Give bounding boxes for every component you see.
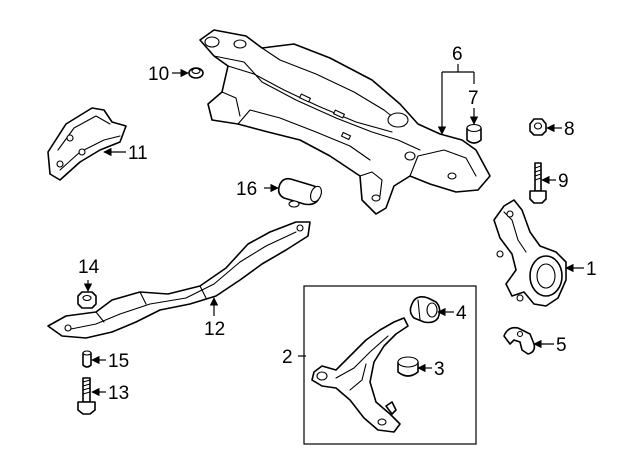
callout-13: 13 <box>108 383 129 404</box>
callout-3: 3 <box>434 359 445 380</box>
control-arm-group-box <box>303 285 477 445</box>
callout-9: 9 <box>558 171 569 192</box>
crossmember-part <box>199 29 491 215</box>
callout-10: 10 <box>148 64 169 85</box>
bolt-part-9 <box>529 162 547 204</box>
callout-16: 16 <box>236 179 257 200</box>
callout-2: 2 <box>282 347 293 368</box>
callout-4: 4 <box>456 303 467 324</box>
callout-1: 1 <box>586 259 597 280</box>
callout-15: 15 <box>108 351 129 372</box>
steering-knuckle-part-1 <box>493 199 567 307</box>
bolt-part-13 <box>77 377 96 415</box>
callout-5: 5 <box>556 335 567 356</box>
lower-control-arm-part <box>311 317 409 433</box>
callout-6: 6 <box>452 44 463 65</box>
support-beam-part-12 <box>47 221 311 339</box>
sleeve-part-16 <box>277 177 322 208</box>
bushing-part-3 <box>397 356 419 377</box>
clip-part-5 <box>503 326 536 355</box>
callout-12: 12 <box>204 319 225 340</box>
nut-part-14 <box>77 291 97 309</box>
callout-14: 14 <box>78 257 100 278</box>
leader-lines <box>83 64 584 397</box>
bracket-part-11 <box>47 107 127 181</box>
bushing-part-15 <box>82 350 92 368</box>
callout-11: 11 <box>128 143 148 164</box>
callout-8: 8 <box>564 119 575 140</box>
bushing-part-10 <box>188 67 204 79</box>
callout-7: 7 <box>468 88 479 109</box>
nut-part-8 <box>529 118 547 136</box>
bushing-part-7 <box>466 123 482 144</box>
callout-labels: 1 2 3 4 5 6 7 8 9 10 11 12 13 14 15 16 <box>78 44 597 404</box>
bushing-part-4 <box>409 296 441 324</box>
